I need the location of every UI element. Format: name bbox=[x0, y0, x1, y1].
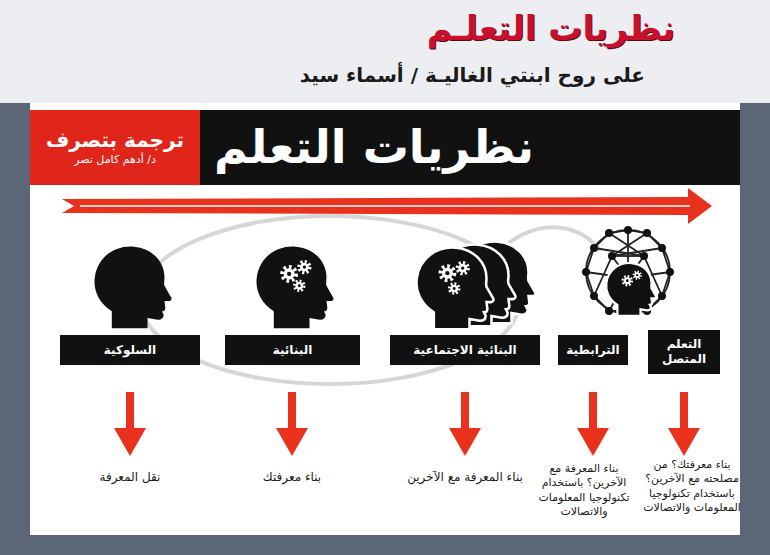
theory-label: السلوكية bbox=[60, 335, 200, 365]
credit-box: ترجمة بتصرفد/ أدهم كامل نصر bbox=[30, 110, 200, 185]
node-text: نظريات التعلم bbox=[214, 119, 534, 177]
theory-label: البنائية الاجتماعية bbox=[390, 335, 540, 365]
outcome-text: بناء معرفتك bbox=[222, 470, 362, 486]
outcome-text: بناء المعرفة مع الآخرين؟ باستخدام تكنولو… bbox=[532, 462, 636, 519]
node-text: ترجمة بتصرف bbox=[46, 128, 184, 153]
theory-label: البنائية bbox=[225, 335, 360, 365]
header-ground bbox=[0, 0, 770, 103]
node-subtext: د/ أدهم كامل نصر bbox=[74, 153, 156, 167]
panel bbox=[30, 103, 740, 535]
constructivism-head bbox=[256, 247, 333, 329]
node-text: البنائية الاجتماعية bbox=[413, 343, 516, 358]
network-nodes bbox=[582, 226, 674, 315]
node-text: التعلم المتصل bbox=[654, 337, 714, 367]
behaviorism-head bbox=[94, 247, 171, 329]
down-arrows bbox=[114, 392, 700, 456]
outcome-text: بناء معرفتك؟ من مصلحته مع الآخرين؟ باستخ… bbox=[642, 458, 742, 515]
social-constructivism-heads bbox=[416, 242, 535, 330]
node-text: السلوكية bbox=[104, 343, 156, 358]
timeline-arrow bbox=[62, 188, 712, 224]
theory-label: التعلم المتصل bbox=[648, 330, 720, 374]
outcome-text: نقل المعرفة bbox=[60, 470, 200, 486]
node-text: البنائية bbox=[273, 343, 313, 358]
node-text: الترابطية bbox=[566, 343, 619, 358]
page-title: نظريات التعلـم bbox=[427, 6, 675, 50]
dedication: على روح ابنتي الغاليـة / أسماء سيد bbox=[300, 62, 645, 88]
theory-label: الترابطية bbox=[558, 335, 628, 365]
title-band: نظريات التعلم bbox=[200, 110, 740, 185]
network-head bbox=[606, 263, 656, 316]
outcome-text: بناء المعرفة مع الآخرين bbox=[390, 470, 540, 486]
